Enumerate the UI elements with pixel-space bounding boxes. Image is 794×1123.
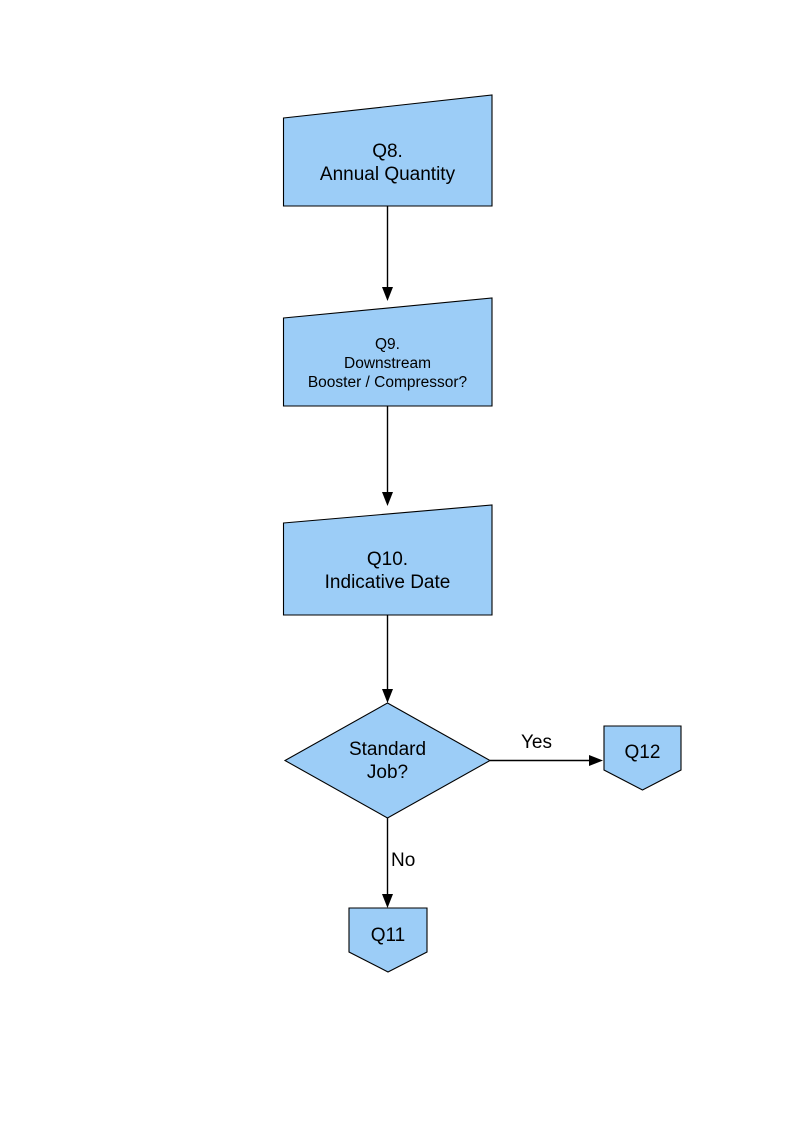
edge-label-yes: Yes — [521, 732, 552, 753]
connector-decision-q12-arrowhead — [589, 755, 603, 766]
node-q9-shape[interactable] — [282, 297, 493, 407]
connector-q8-q9-arrowhead — [382, 287, 393, 301]
node-decision-shape[interactable] — [283, 702, 492, 819]
connector-decision-q11-arrowhead — [382, 894, 393, 908]
node-q11-shape[interactable] — [348, 907, 428, 973]
node-q8-shape[interactable] — [282, 94, 493, 207]
connector-q9-q10-arrowhead — [382, 492, 393, 506]
connector-q10-decision-arrowhead — [382, 689, 393, 703]
node-q10-shape[interactable] — [282, 504, 493, 616]
edge-label-no: No — [391, 850, 416, 871]
node-q12-shape[interactable] — [603, 725, 682, 791]
